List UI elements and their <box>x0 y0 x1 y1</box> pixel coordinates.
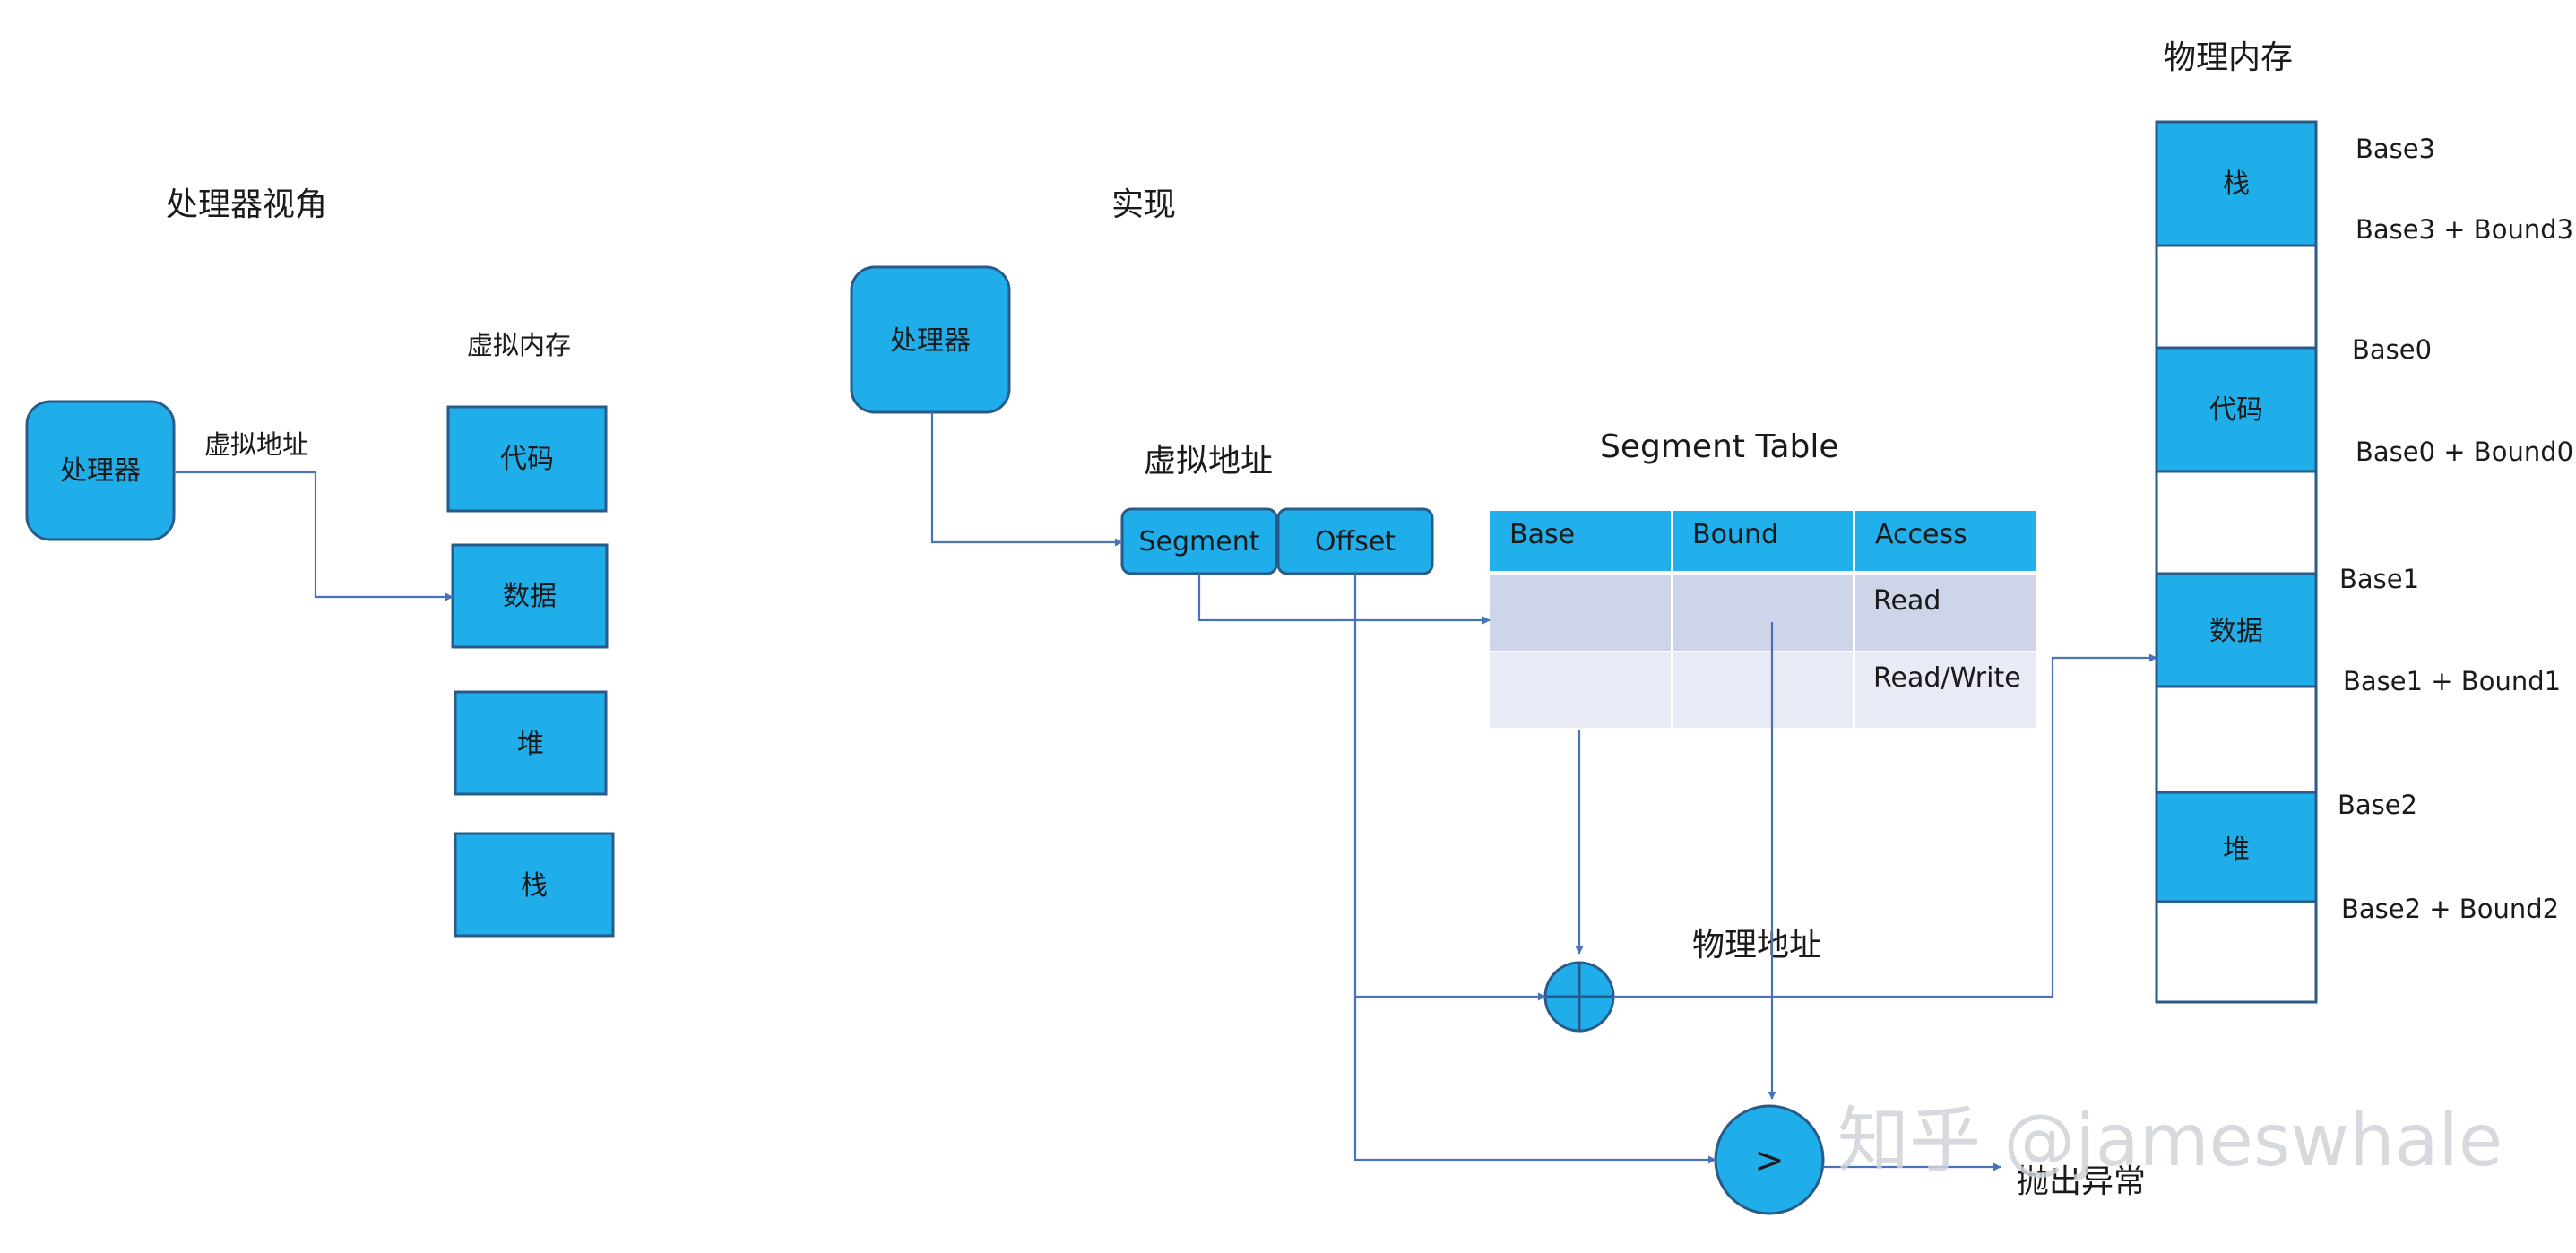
watermark: 知乎 @jameswhale <box>1837 1099 2503 1182</box>
segment-to-table-connector <box>1197 574 1491 625</box>
mid-virtual-address-label: 虚拟地址 <box>1144 443 1273 480</box>
left-connector <box>174 471 454 601</box>
table-row-1-access-label: Read <box>1873 585 1941 617</box>
adder-circle <box>1543 961 1615 1033</box>
phys-block-code <box>2155 346 2318 473</box>
virtual-segment-code: 代码 <box>446 405 608 513</box>
title-segment-table: Segment Table <box>1600 428 1839 465</box>
left-virtual-memory-label: 虚拟内存 <box>467 330 571 360</box>
comparator-symbol: > <box>1754 1140 1785 1181</box>
table-header-access-label: Access <box>1875 519 1967 550</box>
segment-field: Segment <box>1120 507 1278 575</box>
offset-to-comparator-connector <box>1353 997 1716 1164</box>
table-header-base <box>1490 511 1671 571</box>
table-row-2-base <box>1490 652 1671 728</box>
base3-label: Base3 <box>2356 134 2435 164</box>
table-header-base-label: Base <box>1509 519 1575 550</box>
phys-block-heap-label: 堆 <box>2223 834 2250 866</box>
base2-bound2-label: Base2 + Bound2 <box>2341 894 2559 924</box>
offset-field: Offset <box>1276 507 1434 575</box>
table-row-1-base <box>1490 575 1671 651</box>
phys-free-3 <box>2155 685 2318 794</box>
mid-processor-box: 处理器 <box>850 265 1011 414</box>
base1-label: Base1 <box>2339 564 2419 594</box>
table-header-access <box>1855 511 2036 571</box>
base0-bound0-label: Base0 + Bound0 <box>2356 436 2573 467</box>
phys-free-2 <box>2155 470 2318 575</box>
phys-block-stack <box>2155 120 2318 247</box>
table-row-1-access <box>1855 575 2036 651</box>
base1-bound1-label: Base1 + Bound1 <box>2343 666 2561 696</box>
phys-block-data <box>2155 572 2318 688</box>
physical-memory-column: 栈 代码 数据 堆 <box>2155 120 2318 1004</box>
title-physical-memory: 物理内存 <box>2164 39 2293 76</box>
phys-block-data-label: 数据 <box>2209 616 2263 647</box>
virtual-segment-stack-label: 栈 <box>521 870 548 902</box>
adder-to-memory-connector <box>1613 653 2157 998</box>
virtual-segment-heap-label: 堆 <box>517 729 544 760</box>
segment-table: Base Bound Access Read Read/Write <box>1490 511 2036 728</box>
comparator-circle: > <box>1714 1104 1825 1215</box>
title-processor-view: 处理器视角 <box>166 186 327 223</box>
phys-block-stack-label: 栈 <box>2223 169 2250 200</box>
mid-processor-label: 处理器 <box>890 325 971 357</box>
phys-free-1 <box>2155 244 2318 350</box>
phys-free-4 <box>2155 900 2318 1004</box>
segment-field-label: Segment <box>1139 526 1260 557</box>
virtual-segment-heap: 堆 <box>454 690 608 796</box>
table-header-bound-label: Bound <box>1692 519 1778 550</box>
base2-label: Base2 <box>2338 790 2417 820</box>
processor-to-segment-connector <box>930 412 1123 547</box>
phys-block-heap <box>2155 791 2318 903</box>
table-row-2-bound <box>1673 652 1853 728</box>
exception-label: 抛出异常 <box>2017 1163 2146 1200</box>
phys-block-code-label: 代码 <box>2209 394 2263 426</box>
left-virtual-address-label: 虚拟地址 <box>204 429 308 460</box>
virtual-segment-data-label: 数据 <box>503 581 557 612</box>
table-row-1-bound <box>1673 575 1853 651</box>
virtual-segment-stack: 栈 <box>454 832 615 938</box>
table-row-2-access <box>1855 652 2036 728</box>
base0-label: Base0 <box>2352 334 2432 365</box>
title-implementation: 实现 <box>1111 186 1176 223</box>
base3-bound3-label: Base3 + Bound3 <box>2356 214 2573 245</box>
left-processor-label: 处理器 <box>60 455 141 487</box>
virtual-segment-data: 数据 <box>451 543 609 649</box>
virtual-segment-code-label: 代码 <box>500 444 554 475</box>
offset-field-label: Offset <box>1315 526 1396 557</box>
left-processor-box: 处理器 <box>25 400 176 541</box>
physical-address-label: 物理地址 <box>1692 927 1821 964</box>
table-header-bound <box>1673 511 1853 571</box>
table-row-2-access-label: Read/Write <box>1873 662 2021 694</box>
